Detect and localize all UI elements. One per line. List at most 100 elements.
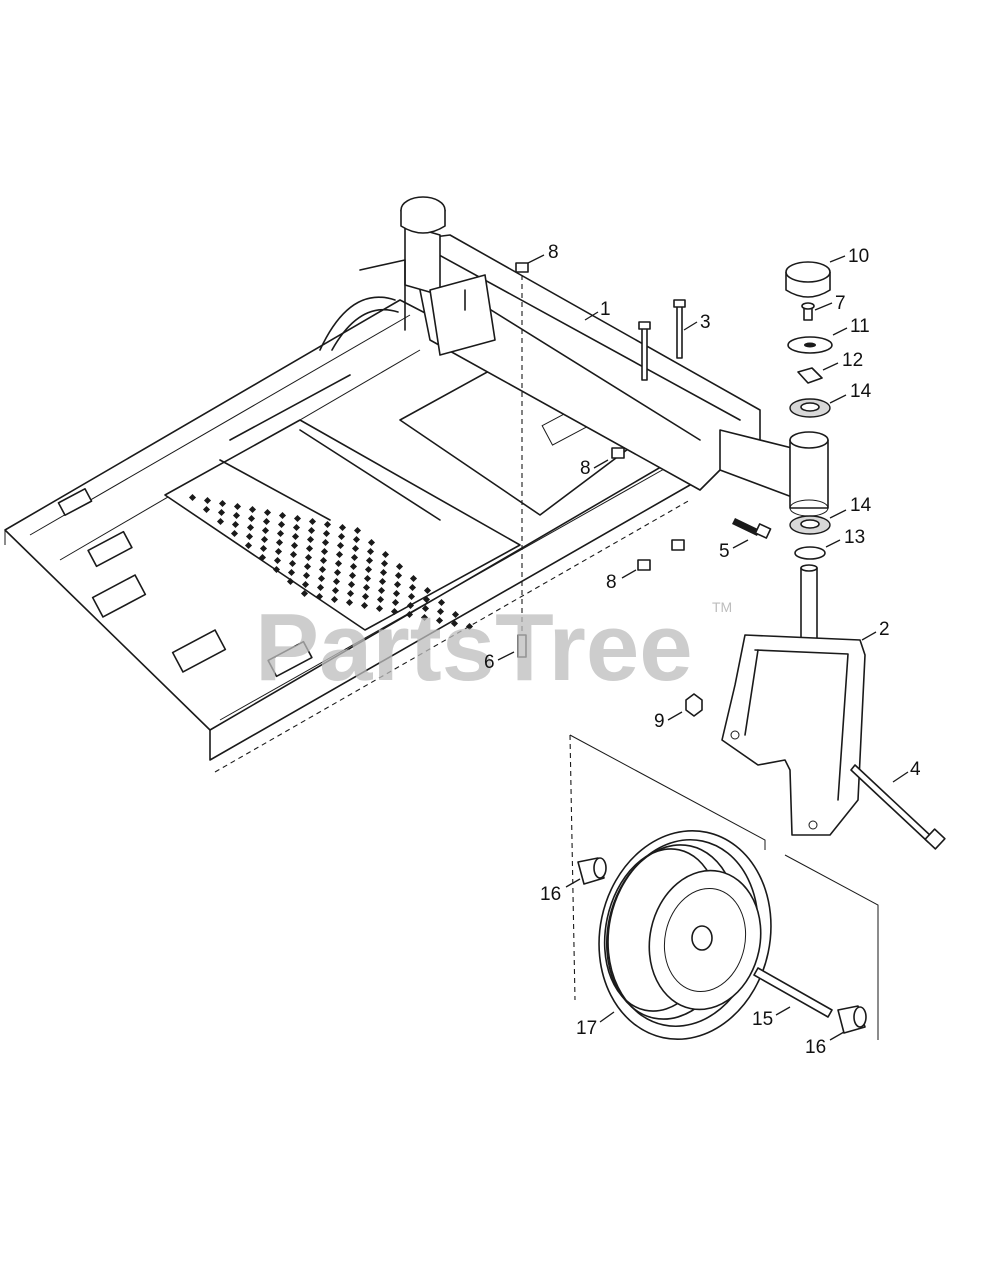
perforation-hole	[321, 538, 330, 547]
perforation-hole	[345, 598, 354, 607]
perforation-hole	[394, 571, 403, 580]
perforation-hole	[391, 598, 400, 607]
perforation-hole	[338, 523, 347, 532]
perforation-hole	[390, 607, 399, 616]
perforation-hole	[392, 589, 401, 598]
perforation-hole	[361, 592, 370, 601]
perforation-hole	[258, 553, 267, 562]
perforation-hole	[320, 547, 329, 556]
perforation-hole	[289, 550, 298, 559]
callout-14-lower: 14	[850, 495, 872, 516]
perforation-hole	[346, 589, 355, 598]
callout-16-right: 16	[805, 1037, 826, 1058]
perforation-hole	[188, 493, 197, 502]
perforation-hole	[317, 574, 326, 583]
perforation-hole	[348, 571, 357, 580]
perforation-hole	[277, 520, 286, 529]
perforation-hole	[362, 583, 371, 592]
perforation-hole	[378, 577, 387, 586]
watermark: PartsTree TM	[255, 594, 732, 701]
callout-4: 4	[910, 759, 921, 780]
perforation-hole	[232, 511, 241, 520]
callout-15: 15	[752, 1009, 773, 1030]
perforation-hole	[407, 592, 416, 601]
perforation-hole	[436, 607, 445, 616]
perforation-hole	[244, 541, 253, 550]
callout-3: 3	[700, 312, 711, 333]
callout-16-left: 16	[540, 884, 561, 905]
perforation-hole	[260, 535, 269, 544]
perforation-hole	[275, 538, 284, 547]
perforation-hole	[380, 559, 389, 568]
perforation-hole	[318, 565, 327, 574]
perforation-hole	[347, 580, 356, 589]
callout-5: 5	[719, 541, 730, 562]
callout-17: 17	[576, 1018, 597, 1039]
callout-9: 9	[654, 711, 665, 732]
callout-8-top: 8	[548, 242, 559, 263]
perforation-hole	[278, 511, 287, 520]
watermark-brand: PartsTree	[255, 594, 693, 701]
perforation-hole	[360, 601, 369, 610]
perforation-hole	[308, 517, 317, 526]
perforation-hole	[395, 562, 404, 571]
callout-10: 10	[848, 246, 869, 267]
perforation-hole	[393, 580, 402, 589]
perforation-hole	[203, 496, 212, 505]
front-axle-beam	[319, 196, 801, 501]
perforation-hole	[231, 520, 240, 529]
callouts: 8 1 3 8 5 8 6 10 7 11 12 14 14 13 2 9 4	[484, 242, 921, 1058]
perforation-hole	[350, 553, 359, 562]
perforation-hole	[262, 517, 271, 526]
perforation-hole	[302, 571, 311, 580]
perforation-hole	[315, 592, 324, 601]
perforation-hole	[336, 541, 345, 550]
perforation-hole	[323, 520, 332, 529]
perforation-hole	[437, 598, 446, 607]
perforation-hole	[334, 559, 343, 568]
callout-1: 1	[600, 299, 611, 320]
perforation-hole	[364, 565, 373, 574]
perforation-hole	[276, 529, 285, 538]
perforation-hole	[367, 538, 376, 547]
perforation-hole	[352, 535, 361, 544]
perforation-hole	[290, 541, 299, 550]
perforation-hole	[409, 574, 418, 583]
perforation-hole	[421, 604, 430, 613]
callout-13: 13	[844, 527, 865, 548]
perforation-hole	[465, 622, 474, 631]
perforation-hole	[306, 535, 315, 544]
perforation-hole	[293, 514, 302, 523]
perforation-hole	[216, 517, 225, 526]
callout-8-mid: 8	[580, 458, 591, 479]
perforation-hole	[307, 526, 316, 535]
perforation-hole	[335, 550, 344, 559]
perforation-hole	[291, 532, 300, 541]
perforation-hole	[292, 523, 301, 532]
perforation-hole	[247, 514, 256, 523]
perforation-hole	[337, 532, 346, 541]
caster-spindle-assembly	[785, 261, 833, 644]
perforation-hole	[259, 544, 268, 553]
watermark-trademark: TM	[712, 599, 732, 615]
perforation-hole	[349, 562, 358, 571]
hardware	[515, 262, 946, 850]
callout-2: 2	[879, 619, 890, 640]
perforation-hole	[319, 556, 328, 565]
perforation-hole	[450, 619, 459, 628]
perforation-hole	[376, 595, 385, 604]
callout-8-low: 8	[606, 572, 617, 593]
perforation-hole	[248, 505, 257, 514]
perforation-hole	[365, 556, 374, 565]
perforation-hole	[305, 544, 314, 553]
perforation-hole	[423, 586, 432, 595]
callout-12: 12	[842, 350, 863, 371]
perforation-hole	[261, 526, 270, 535]
perforation-hole	[435, 616, 444, 625]
perforation-hole	[288, 559, 297, 568]
perforation-hole	[379, 568, 388, 577]
perforation-hole	[322, 529, 331, 538]
perforation-hole	[286, 577, 295, 586]
caster-wheel	[569, 734, 879, 1041]
